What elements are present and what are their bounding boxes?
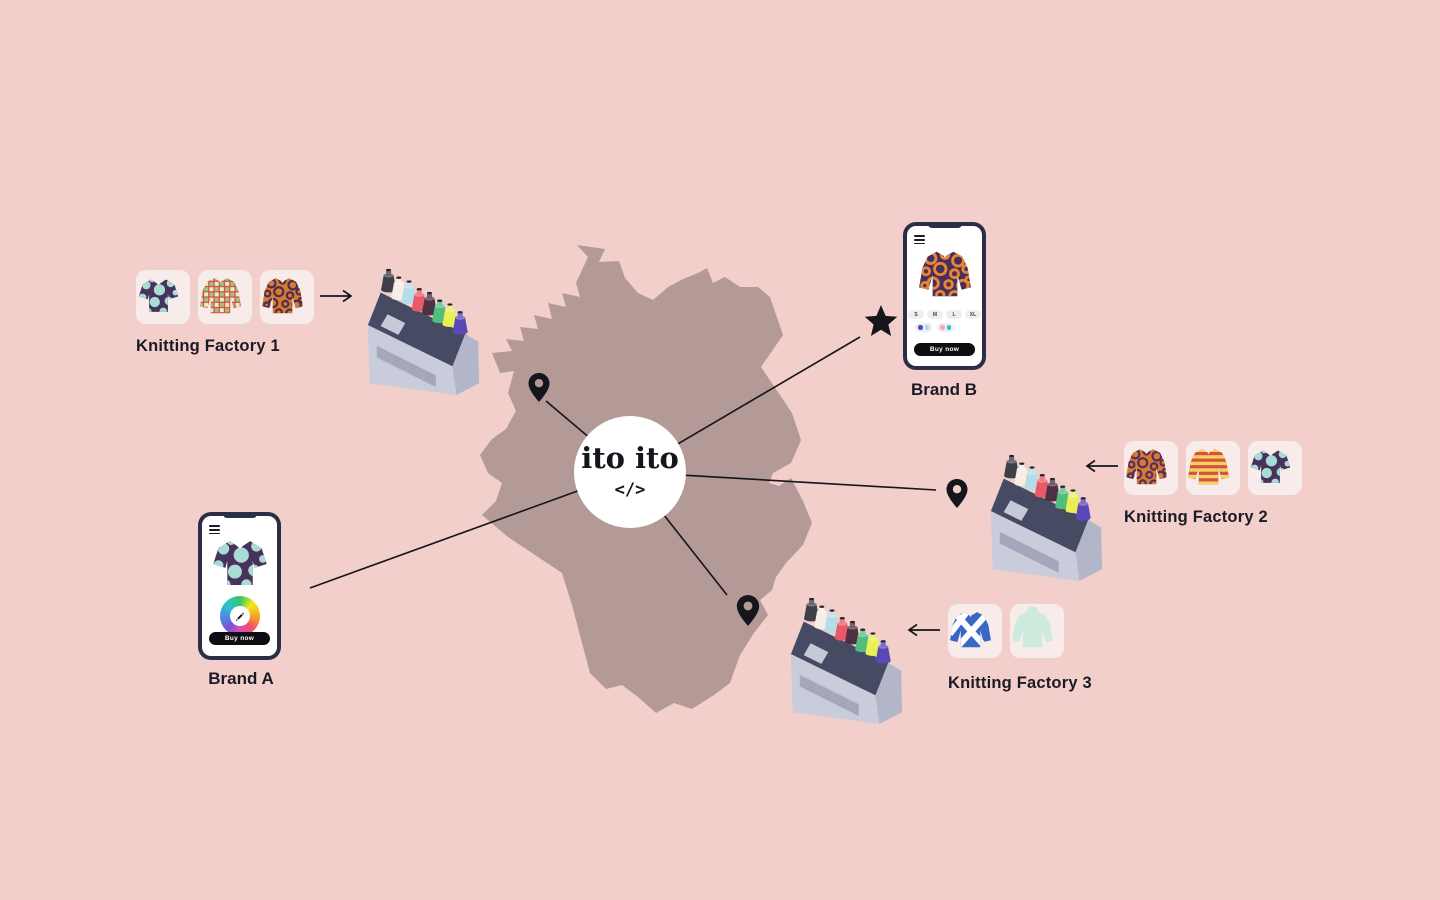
factory-1-label: Knitting Factory 1 <box>136 337 280 355</box>
garment-card <box>136 270 190 324</box>
swatch-dot <box>940 325 945 330</box>
arrow-left-icon <box>907 623 940 637</box>
garment-card <box>198 270 252 324</box>
brand-a-label: Brand A <box>208 669 274 688</box>
garment-card <box>1186 441 1240 495</box>
brand-a-product-image <box>209 531 270 592</box>
pencil-icon <box>235 612 245 621</box>
phone-notch <box>222 512 257 518</box>
code-icon: </> <box>614 480 646 500</box>
garment-sweater-stripes <box>1186 443 1240 493</box>
factory-3-label: Knitting Factory 3 <box>948 674 1092 692</box>
ito-ito-hub: ito ito </> <box>574 416 686 528</box>
menu-icon[interactable] <box>209 525 220 535</box>
garment-card <box>1124 441 1178 495</box>
swatch-dot <box>924 325 929 330</box>
garment-sweater-check <box>198 272 252 322</box>
size-selector: S M L XL <box>907 310 982 319</box>
garment-sweater-rings <box>1124 443 1178 493</box>
size-option[interactable]: L <box>946 310 962 319</box>
garment-card <box>1248 441 1302 495</box>
garment-sweater-rings <box>260 272 314 322</box>
garment-tee-dots <box>1248 443 1302 493</box>
color-wheel-center <box>229 606 250 626</box>
garment-sweater-cross <box>948 606 1002 656</box>
garment-card <box>948 604 1002 658</box>
knitting-machine-2 <box>986 447 1106 585</box>
factory-2-label: Knitting Factory 2 <box>1124 508 1268 526</box>
arrow-left-icon <box>1085 459 1118 473</box>
brand-a-screen: Buy now <box>202 516 277 656</box>
color-swatch-option[interactable] <box>915 323 932 332</box>
buy-now-button[interactable]: Buy now <box>914 343 975 356</box>
arrow-right-icon <box>320 289 353 303</box>
color-wheel-picker[interactable] <box>219 596 260 636</box>
garment-tee-dots <box>136 272 190 322</box>
brand-b-phone: S M L XL Buy now <box>903 222 986 370</box>
garment-card <box>260 270 314 324</box>
brand-b-screen: S M L XL Buy now <box>907 226 982 366</box>
swatch-dot <box>946 325 951 330</box>
map-pin-icon-1 <box>528 373 550 402</box>
buy-now-button[interactable]: Buy now <box>209 632 270 645</box>
color-swatch-row <box>907 323 982 332</box>
map-pin-icon-2 <box>946 479 968 508</box>
garment-card <box>1010 604 1064 658</box>
color-swatch-option[interactable] <box>937 323 954 332</box>
size-option[interactable]: S <box>908 310 924 319</box>
map-pin-icon-3 <box>736 595 760 626</box>
garment-turtleneck <box>1010 606 1064 656</box>
hub-title: ito ito <box>581 441 679 475</box>
brand-b-product-image <box>916 244 973 301</box>
size-option[interactable]: M <box>927 310 943 319</box>
brand-a-phone: Buy now <box>198 512 281 660</box>
phone-notch <box>927 222 962 228</box>
star-icon <box>864 305 898 336</box>
brand-b-label: Brand B <box>910 380 978 399</box>
size-option[interactable]: XL <box>965 310 981 319</box>
knitting-machine-1 <box>363 261 483 399</box>
knitting-machine-3 <box>786 590 906 728</box>
swatch-dot <box>918 325 923 330</box>
menu-icon[interactable] <box>914 235 925 245</box>
